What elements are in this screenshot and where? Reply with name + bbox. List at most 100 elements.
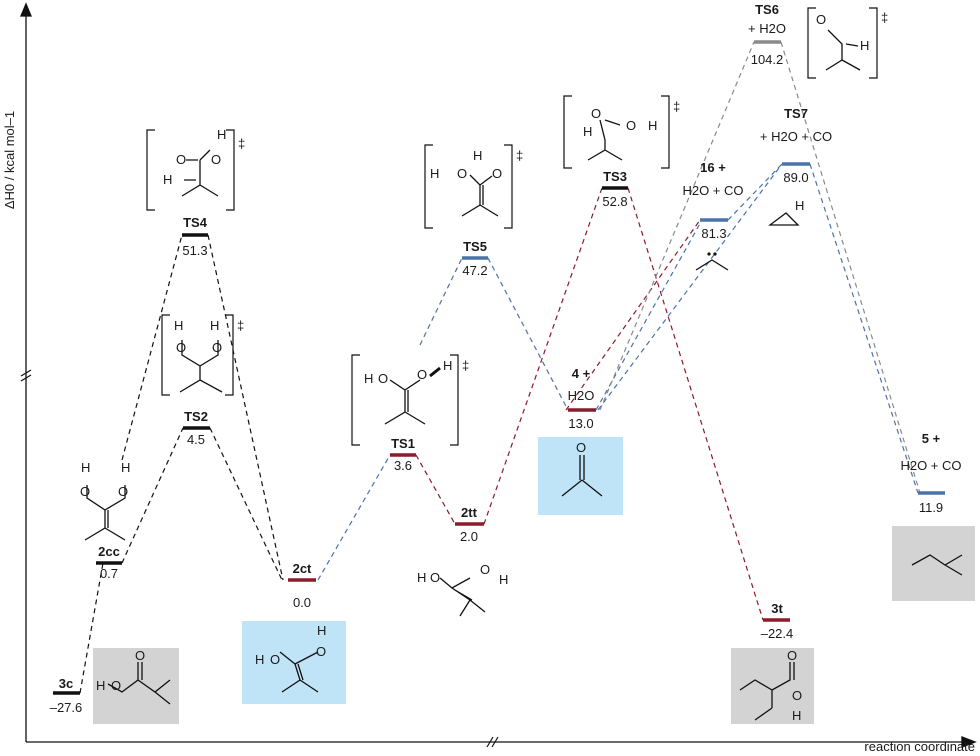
- ddagger-ts3: ‡: [673, 99, 680, 114]
- conn-ts1-2tt: [415, 454, 456, 525]
- atom: H: [473, 148, 482, 163]
- ddagger-ts4: ‡: [238, 136, 245, 151]
- value-ts2: 4.5: [187, 432, 205, 447]
- atom: O: [492, 166, 502, 181]
- conn-ts2-2ct: [209, 427, 283, 581]
- atom: H: [210, 318, 219, 333]
- atom: H: [174, 318, 183, 333]
- atom: O: [792, 688, 802, 703]
- label-3c: 3c: [59, 676, 73, 691]
- ddagger-ts5: ‡: [516, 148, 523, 163]
- atom: H: [81, 460, 90, 475]
- ddagger-ts2: ‡: [237, 318, 244, 333]
- atom: O: [417, 367, 427, 382]
- atom: O: [457, 166, 467, 181]
- atom: H: [163, 172, 172, 187]
- conn-6-ts7: [727, 163, 783, 221]
- lone-pair-dot: [713, 252, 717, 256]
- atom: H: [792, 708, 801, 723]
- atom: O: [270, 652, 280, 667]
- value-2cc: 0.7: [100, 566, 118, 581]
- value-2tt: 2.0: [460, 529, 478, 544]
- label-ts6: TS6: [755, 2, 779, 17]
- extra-6: H2O + CO: [682, 183, 743, 198]
- atom: H: [255, 652, 264, 667]
- atom: O: [787, 648, 797, 663]
- conn-3c-2cc: [79, 562, 104, 694]
- box-3t-structure: [731, 648, 814, 724]
- x-axis-label: reaction coordinate: [864, 739, 975, 754]
- conn-ts4-2ct: [207, 234, 284, 581]
- atom: H: [583, 124, 592, 139]
- lone-pair-dot: [707, 252, 711, 256]
- extra-5: H2O + CO: [900, 458, 961, 473]
- conn-ts7-5: [809, 163, 919, 494]
- value-4: 13.0: [568, 416, 593, 431]
- value-3t: –22.4: [761, 626, 794, 641]
- atom: H: [96, 678, 105, 693]
- box-5-structure: [892, 526, 975, 601]
- atom: H: [648, 118, 657, 133]
- conn-ts6-5: [780, 41, 921, 494]
- ddagger-ts1: ‡: [462, 358, 469, 373]
- value-2ct: 0.0: [293, 595, 311, 610]
- atom: O: [480, 562, 490, 577]
- label-2tt: 2tt: [461, 505, 478, 520]
- value-ts1: 3.6: [394, 458, 412, 473]
- atom: O: [576, 440, 586, 455]
- value-5: 11.9: [919, 500, 943, 515]
- atom: H: [121, 460, 130, 475]
- atom: O: [176, 340, 186, 355]
- atom: O: [212, 340, 222, 355]
- label-2ct: 2ct: [293, 561, 312, 576]
- conn-4-ts6: [599, 41, 755, 411]
- atom: O: [111, 678, 121, 693]
- atom: O: [176, 152, 186, 167]
- label-2cc: 2cc: [98, 544, 120, 559]
- conn-4-6: [595, 219, 703, 411]
- atom: O: [316, 644, 326, 659]
- atom: H: [217, 127, 226, 142]
- label-ts4: TS4: [183, 215, 208, 230]
- atom: O: [135, 648, 145, 663]
- value-ts3: 52.8: [602, 194, 627, 209]
- atom: H: [417, 570, 426, 585]
- atom: O: [816, 12, 826, 27]
- atom: H: [860, 38, 869, 53]
- atom: H: [443, 358, 452, 373]
- value-ts7: 89.0: [783, 170, 808, 185]
- atom: O: [80, 484, 90, 499]
- label-4: 4 +: [572, 366, 591, 381]
- label-6: 16 +: [700, 160, 726, 175]
- value-ts6: 104.2: [751, 52, 784, 67]
- label-3t: 3t: [771, 601, 783, 616]
- atom: O: [430, 570, 440, 585]
- molecule-atoms: O O H H H O H O H O H O H O O H H O H O …: [80, 12, 869, 723]
- atom: O: [211, 152, 221, 167]
- extra-ts7: + H2O + CO: [760, 129, 832, 144]
- label-ts5: TS5: [463, 239, 487, 254]
- axes: [20, 2, 977, 748]
- conn-2ct-ts5: [419, 257, 463, 346]
- value-6: 81.3: [701, 226, 726, 241]
- atom: H: [317, 623, 326, 638]
- value-ts5: 47.2: [462, 263, 487, 278]
- atom: O: [118, 484, 128, 499]
- value-ts4: 51.3: [182, 243, 207, 258]
- atom: H: [499, 572, 508, 587]
- atom: H: [364, 371, 373, 386]
- atom: H: [795, 198, 804, 213]
- conn-2ct-ts1: [317, 454, 391, 581]
- extra-ts6: + H2O: [748, 21, 786, 36]
- conn-2cc-ts2: [121, 427, 184, 564]
- label-ts3: TS3: [603, 169, 627, 184]
- ddagger-ts6: ‡: [881, 10, 888, 25]
- y-axis-label: ΔH0 / kcal mol–1: [2, 111, 17, 209]
- ts-brackets: [146, 7, 878, 446]
- label-5: 5 +: [922, 431, 941, 446]
- label-ts1: TS1: [391, 436, 415, 451]
- value-3c: –27.6: [50, 700, 83, 715]
- atom: H: [430, 166, 439, 181]
- axis-break-y: [20, 369, 32, 382]
